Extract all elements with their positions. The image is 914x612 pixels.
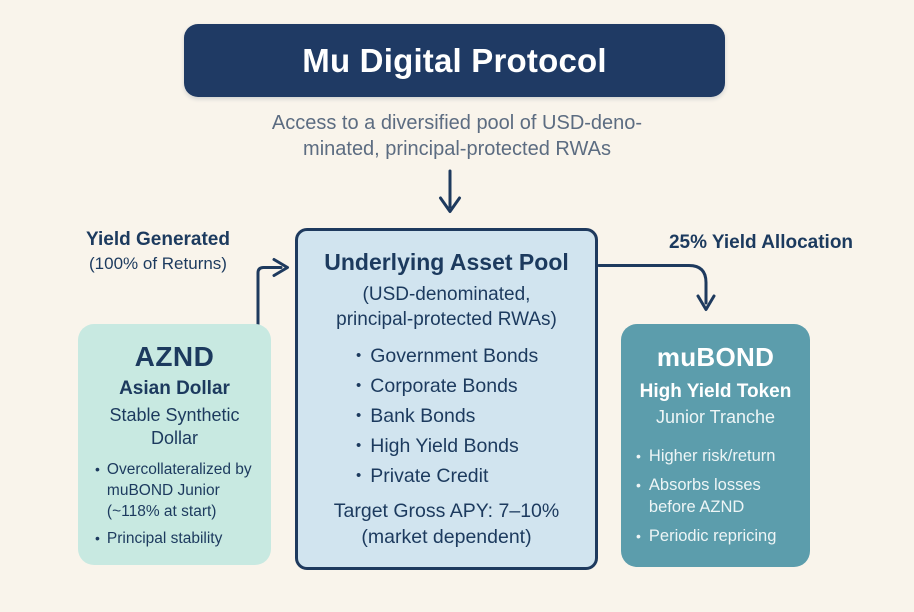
page-title: Mu Digital Protocol bbox=[302, 41, 607, 79]
bullet-dot: • bbox=[356, 437, 362, 454]
aznd-bullet-text: Principal stability bbox=[106, 530, 223, 547]
mubond-title: muBOND bbox=[656, 342, 775, 372]
arrow-yield-allocation-icon bbox=[597, 264, 716, 311]
list-item: • Private Credit bbox=[356, 461, 581, 491]
yield-generated-title: Yield Generated bbox=[86, 229, 230, 250]
aznd-description: Stable Synthetic Dollar bbox=[109, 405, 240, 448]
bullet-dot: • bbox=[356, 407, 362, 424]
mubond-bullet-list: • Higher risk/return • Absorbs losses be… bbox=[634, 445, 797, 547]
aznd-title: AZND bbox=[134, 341, 215, 372]
arrow-yield-generated-icon bbox=[256, 258, 289, 326]
arrow-down-icon bbox=[439, 169, 461, 213]
yield-allocation-label: 25% Yield Allocation bbox=[668, 232, 854, 253]
list-item: • Higher risk/return bbox=[636, 445, 797, 467]
asset-pool-bullet-text: Corporate Bonds bbox=[370, 375, 518, 397]
asset-pool-title: Underlying Asset Pool bbox=[324, 249, 569, 275]
mubond-bullet-text: Periodic repricing bbox=[648, 527, 777, 545]
asset-pool-bullet-text: Bank Bonds bbox=[370, 405, 476, 427]
mubond-bullet-text: Higher risk/return bbox=[648, 447, 776, 465]
asset-pool-box: Underlying Asset Pool (USD-denominated, … bbox=[295, 228, 598, 570]
list-item: • High Yield Bonds bbox=[356, 431, 581, 461]
list-item: • Corporate Bonds bbox=[356, 371, 581, 401]
bullet-dot: • bbox=[95, 530, 100, 546]
list-item: • Overcollateralized by muBOND Junior (~… bbox=[95, 459, 258, 522]
list-item: • Principal stability bbox=[95, 528, 258, 549]
mubond-bullet-text: Absorbs losses before AZND bbox=[648, 476, 761, 516]
header-subtitle-line1: Access to a diversified pool of USD-deno… bbox=[271, 112, 643, 134]
aznd-bullet-list: • Overcollateralized by muBOND Junior (~… bbox=[91, 459, 258, 549]
mubond-description: Junior Tranche bbox=[655, 407, 776, 427]
list-item: • Periodic repricing bbox=[636, 525, 797, 547]
list-item: • Absorbs losses before AZND bbox=[636, 474, 797, 518]
asset-pool-apy-line2: (market dependent) bbox=[361, 526, 532, 548]
asset-pool-subtitle-line1: (USD-denominated, bbox=[362, 284, 531, 305]
bullet-dot: • bbox=[636, 448, 641, 464]
aznd-box: AZND Asian Dollar Stable Synthetic Dolla… bbox=[78, 324, 271, 565]
bullet-dot: • bbox=[356, 347, 362, 364]
header-subtitle: Access to a diversified pool of USD-deno… bbox=[157, 110, 757, 162]
asset-pool-subtitle: (USD-denominated, principal-protected RW… bbox=[312, 282, 581, 332]
asset-pool-subtitle-line2: principal-protected RWAs) bbox=[336, 309, 557, 330]
bullet-dot: • bbox=[636, 477, 641, 493]
bullet-dot: • bbox=[356, 377, 362, 394]
asset-pool-apy-line1: Target Gross APY: 7–10% bbox=[333, 500, 560, 522]
mubond-box: muBOND High Yield Token Junior Tranche •… bbox=[621, 324, 810, 567]
bullet-dot: • bbox=[636, 528, 641, 544]
bullet-dot: • bbox=[356, 467, 362, 484]
aznd-subtitle: Asian Dollar bbox=[119, 378, 230, 399]
asset-pool-apy: Target Gross APY: 7–10% (market dependen… bbox=[312, 498, 581, 550]
yield-generated-note: (100% of Returns) bbox=[89, 254, 227, 273]
list-item: • Bank Bonds bbox=[356, 401, 581, 431]
asset-pool-bullet-list: • Government Bonds • Corporate Bonds • B… bbox=[356, 341, 581, 491]
yield-generated-label: Yield Generated (100% of Returns) bbox=[68, 229, 248, 274]
header-banner: Mu Digital Protocol bbox=[184, 24, 725, 97]
aznd-bullet-text: Overcollateralized by muBOND Junior (~11… bbox=[106, 461, 252, 520]
asset-pool-bullet-text: Government Bonds bbox=[370, 345, 539, 367]
mubond-subtitle: High Yield Token bbox=[639, 381, 792, 402]
list-item: • Government Bonds bbox=[356, 341, 581, 371]
header-subtitle-line2: minated, principal-protected RWAs bbox=[303, 138, 611, 160]
bullet-dot: • bbox=[95, 461, 100, 477]
asset-pool-bullet-text: High Yield Bonds bbox=[370, 435, 519, 457]
asset-pool-bullet-text: Private Credit bbox=[370, 465, 489, 487]
